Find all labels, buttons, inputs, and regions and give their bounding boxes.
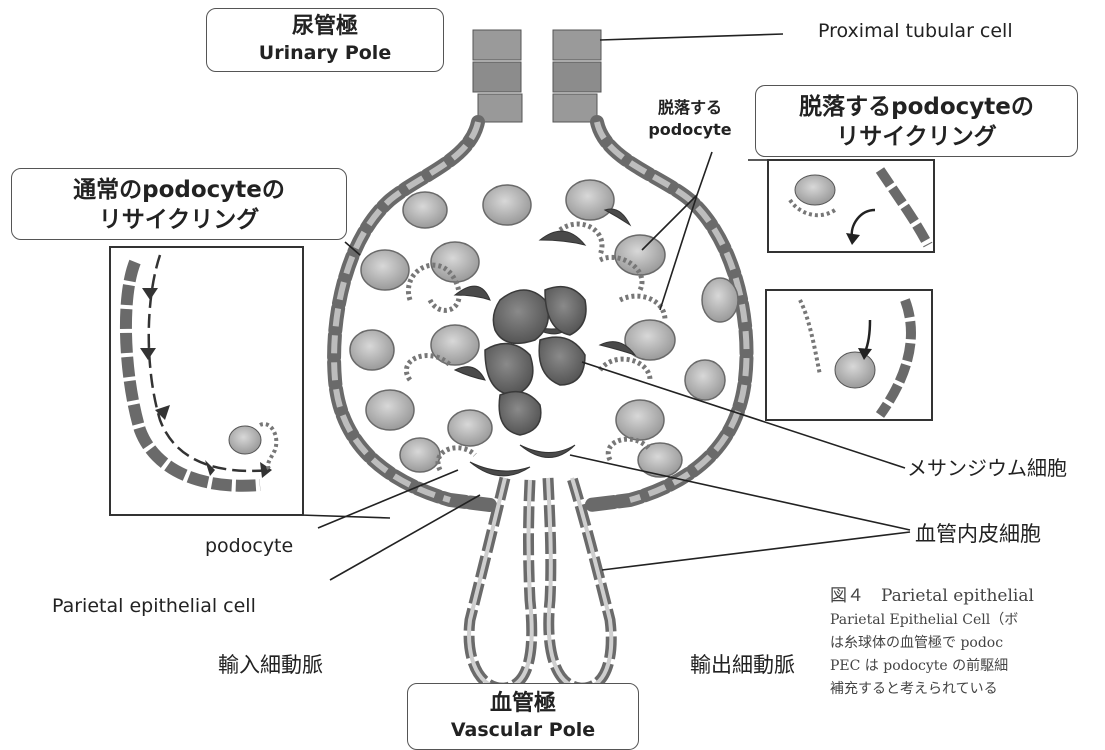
shedding-recycling-box: 脱落するpodocyteの リサイクリング — [755, 85, 1078, 157]
endothelial-cell-label: 血管内皮細胞 — [915, 518, 1041, 548]
caption-line2: は糸球体の血管極で podoc — [830, 632, 1105, 655]
vascular-pole-en: Vascular Pole — [408, 718, 638, 742]
urinary-pole-en: Urinary Pole — [207, 41, 443, 65]
proximal-tubular-cell-label: Proximal tubular cell — [818, 20, 1013, 42]
shedding-recycling-line1: 脱落するpodocyteの — [756, 92, 1077, 122]
shedding-podocyte-label: 脱落する podocyte — [640, 97, 740, 141]
podocyte-label: podocyte — [205, 535, 293, 557]
normal-recycling-line2: リサイクリング — [12, 205, 346, 235]
urinary-pole-ja: 尿管極 — [207, 13, 443, 41]
figure-caption: 図４ Parietal epithelial Parietal Epitheli… — [830, 583, 1105, 701]
urinary-pole-box: 尿管極 Urinary Pole — [206, 8, 444, 72]
shedding-podocyte-label-1: 脱落する — [640, 97, 740, 119]
shedding-recycling-inset-bottom — [766, 290, 932, 420]
normal-recycling-inset — [110, 247, 303, 515]
normal-recycling-box: 通常のpodocyteの リサイクリング — [11, 168, 347, 240]
afferent-arteriole-label: 輸入細動脈 — [218, 649, 323, 679]
caption-title: 図４ Parietal epithelial — [830, 583, 1105, 609]
mesangial-cell-label: メサンジウム細胞 — [907, 452, 1067, 481]
parietal-epithelial-cell-label: Parietal epithelial cell — [52, 595, 256, 617]
normal-recycling-line1: 通常のpodocyteの — [12, 175, 346, 205]
shedding-podocyte-label-2: podocyte — [640, 119, 740, 141]
shedding-recycling-inset-top — [768, 160, 934, 252]
vascular-pole-ja: 血管極 — [408, 690, 638, 718]
caption-line1: Parietal Epithelial Cell（ボ — [830, 609, 1105, 632]
proximal-tubule — [473, 30, 601, 122]
vascular-pole-box: 血管極 Vascular Pole — [407, 683, 639, 750]
caption-line4: 補充すると考えられている — [830, 678, 1105, 701]
efferent-arteriole-label: 輸出細動脈 — [690, 649, 795, 679]
mesangial-cells — [485, 287, 586, 435]
caption-line3: PEC は podocyte の前駆細 — [830, 655, 1105, 678]
shedding-recycling-line2: リサイクリング — [756, 122, 1077, 152]
